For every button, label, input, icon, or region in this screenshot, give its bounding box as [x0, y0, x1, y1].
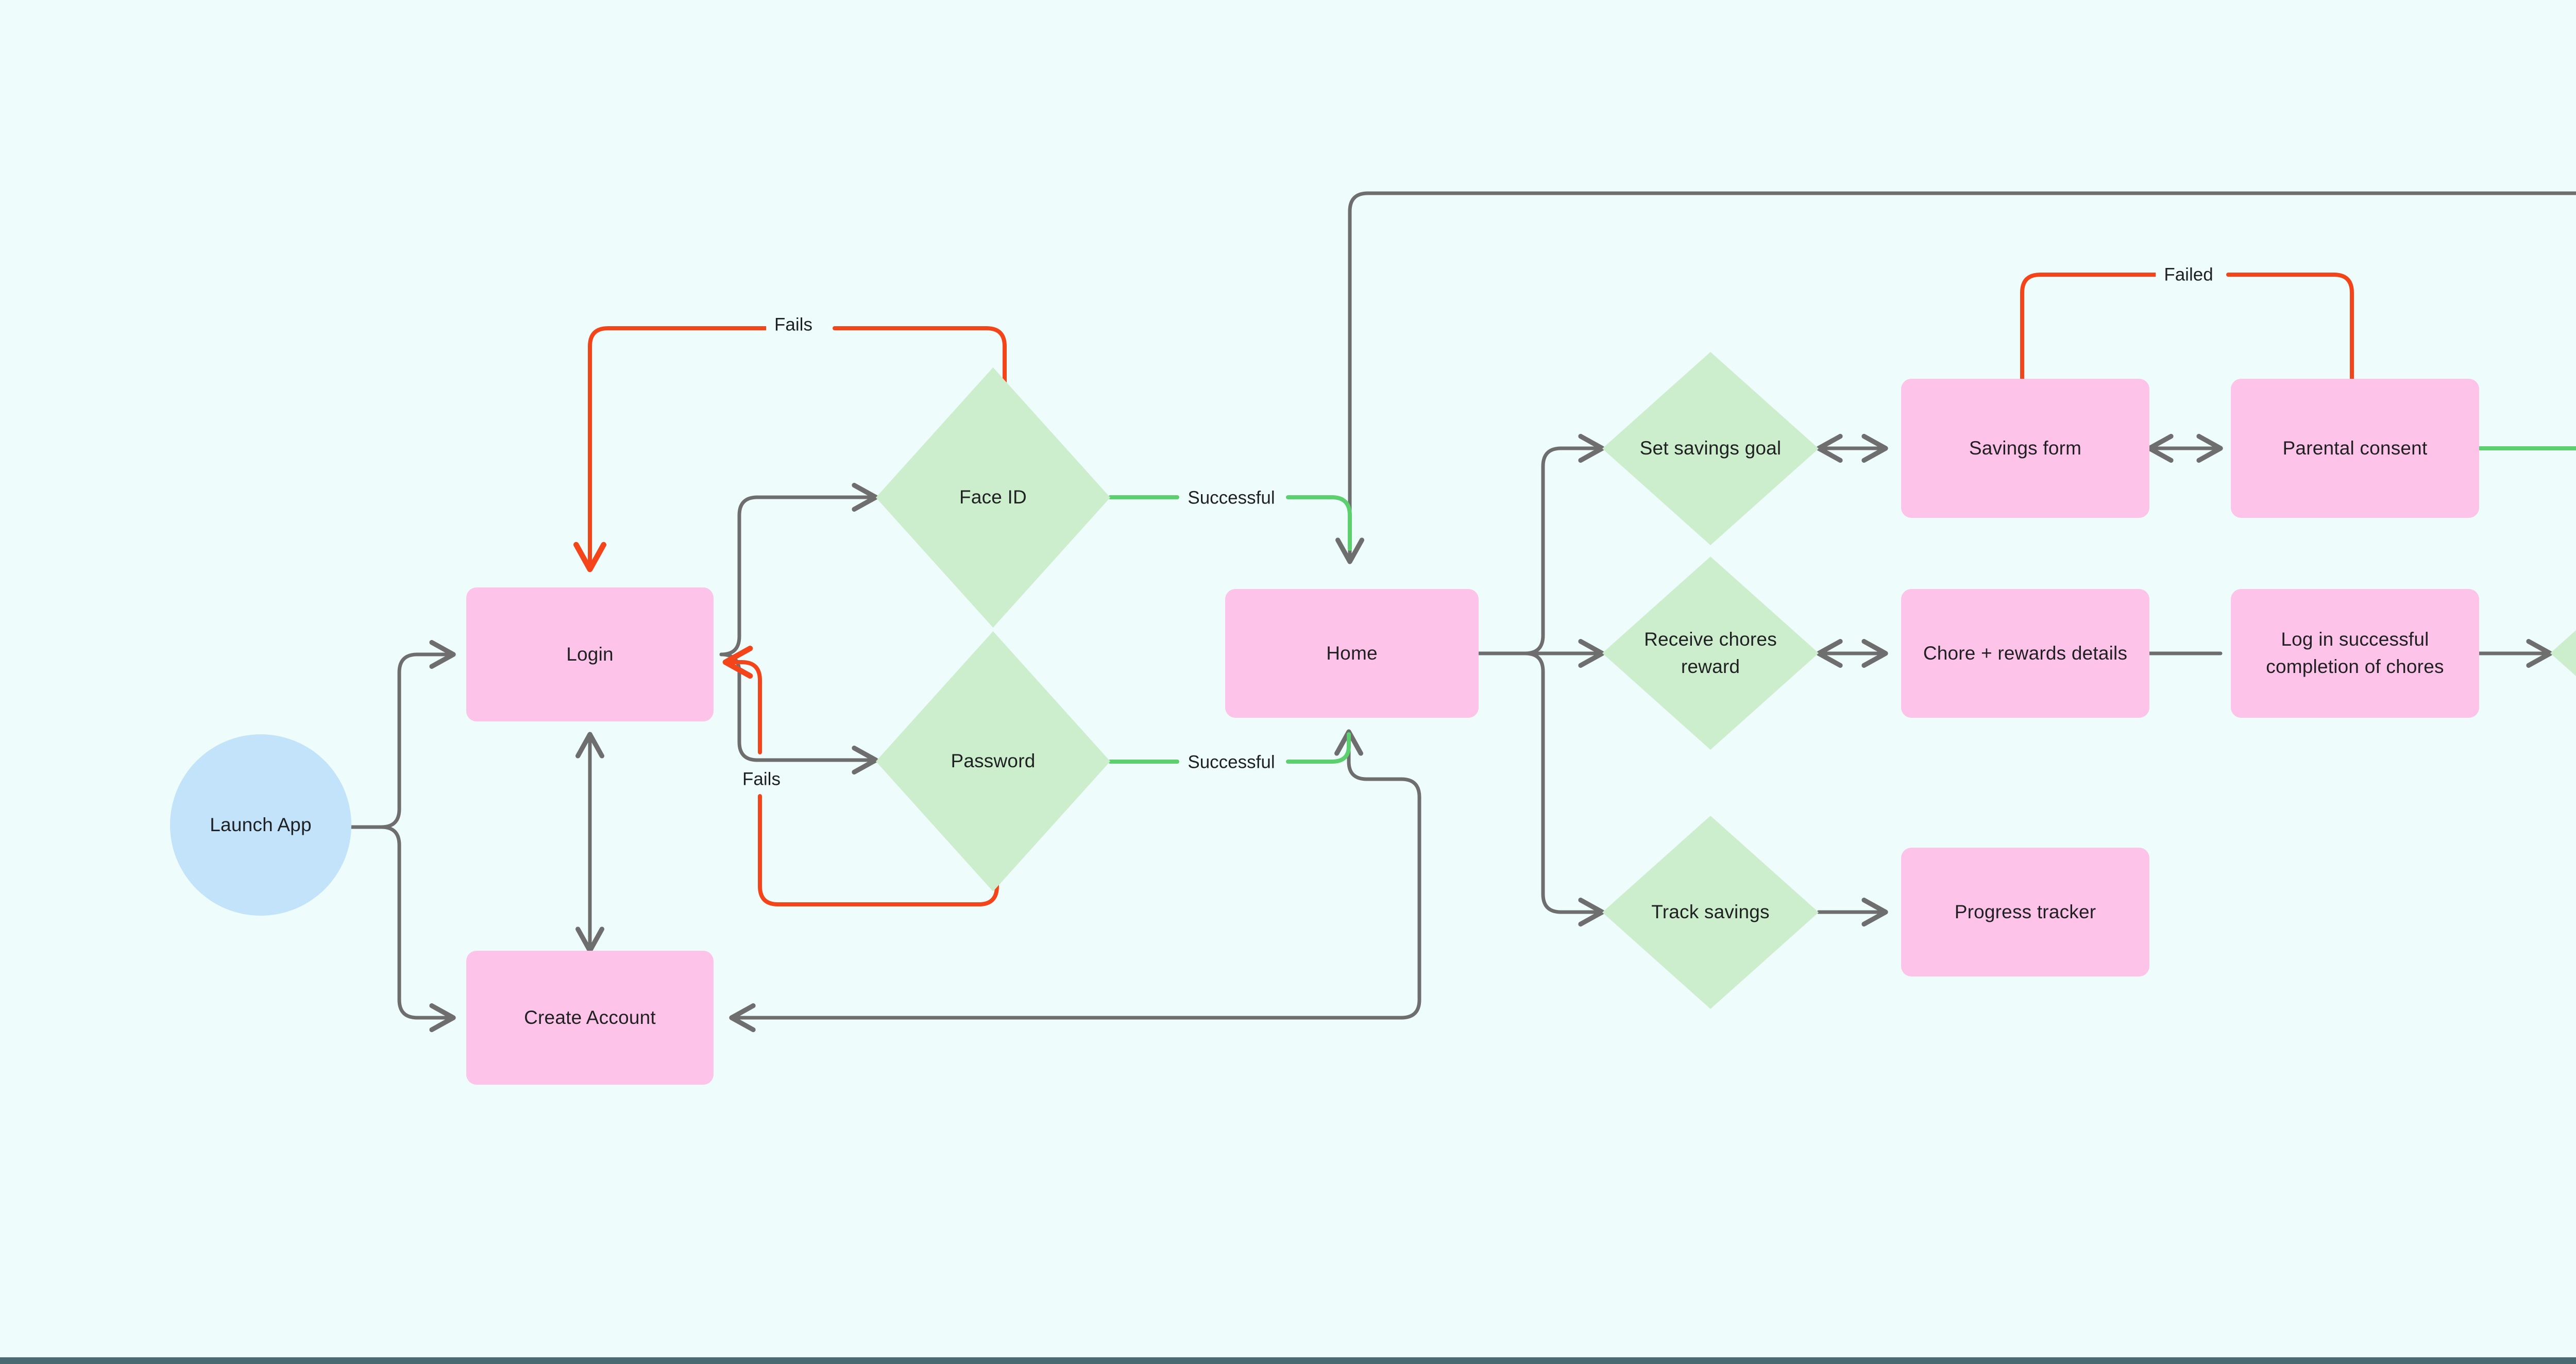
node-face-id[interactable]: Face ID	[876, 367, 1110, 628]
node-track-savings-label: Track savings	[1651, 901, 1770, 923]
node-password[interactable]: Password	[876, 631, 1110, 891]
node-chore-rewards-details[interactable]: Chore + rewards details	[1901, 589, 2149, 718]
edge-faceid-fails-left	[573, 326, 775, 572]
node-receive-chores-reward-label: Receive chores reward	[1644, 628, 1777, 677]
edge-password-successful-right	[1286, 732, 1351, 764]
node-home-label: Home	[1326, 642, 1378, 664]
node-parental-consent[interactable]: Parental consent	[2231, 379, 2479, 518]
edge-login-to-password	[719, 652, 878, 774]
node-face-id-label: Face ID	[959, 486, 1027, 508]
node-progress-tracker[interactable]: Progress tracker	[1901, 848, 2149, 976]
node-password-label: Password	[951, 750, 1036, 772]
receive-reward-diamond-shape	[2550, 557, 2576, 750]
edge-label-successful-password: Successful	[1179, 753, 1283, 771]
edge-label-fails-password: Fails	[742, 769, 781, 789]
node-savings-form-label: Savings form	[1969, 437, 2082, 459]
edge-home-to-track-savings	[1477, 651, 1605, 927]
node-set-savings-goal-label: Set savings goal	[1639, 437, 1782, 459]
node-launch-app[interactable]: Launch App	[170, 734, 351, 916]
edge-label-fails-face-id: Fails	[766, 315, 821, 334]
node-create-account[interactable]: Create Account	[466, 951, 714, 1085]
node-track-savings[interactable]: Track savings	[1602, 816, 1819, 1009]
node-log-in-successful-completion-label: Log in successful completion of chores	[2266, 629, 2444, 677]
edge-launch-to-create-account	[349, 825, 456, 1032]
edge-password-to-create-account	[729, 760, 1421, 1032]
edge-home-to-set-savings-goal	[1477, 434, 1605, 655]
edge-success-screen-to-home	[1335, 191, 2576, 564]
edge-password-fails-to-login	[722, 646, 762, 754]
node-launch-app-label: Launch App	[210, 814, 312, 835]
bottom-bar	[0, 1357, 2576, 1364]
node-set-savings-goal[interactable]: Set savings goal	[1602, 352, 1819, 545]
node-create-account-label: Create Account	[524, 1006, 656, 1028]
edge-parental-failed-right	[2226, 273, 2354, 419]
node-receive-reward[interactable]: Receive reward	[2550, 557, 2576, 750]
node-parental-consent-label: Parental consent	[2282, 437, 2428, 459]
node-log-in-successful-completion[interactable]: Log in successful completion of chores	[2231, 589, 2479, 718]
node-receive-chores-reward[interactable]: Receive chores reward	[1602, 557, 1819, 750]
node-home[interactable]: Home	[1225, 589, 1479, 718]
edge-label-failed-parental-consent: Failed	[2156, 265, 2222, 284]
edge-launch-to-login	[349, 640, 456, 829]
edge-label-successful-face-id: Successful	[1179, 489, 1283, 507]
edge-faceid-fails-right	[833, 326, 1007, 435]
edge-login-to-faceid	[719, 483, 878, 656]
edge-password-fails-bottom	[758, 794, 999, 906]
node-login-label: Login	[566, 643, 614, 665]
node-progress-tracker-label: Progress tracker	[1954, 901, 2096, 922]
node-savings-form[interactable]: Savings form	[1901, 379, 2149, 518]
edge-parental-failed-left	[2006, 273, 2163, 415]
edge-faceid-successful-right	[1286, 495, 1352, 551]
node-chore-rewards-details-label: Chore + rewards details	[1923, 642, 2128, 664]
node-login[interactable]: Login	[466, 587, 714, 721]
